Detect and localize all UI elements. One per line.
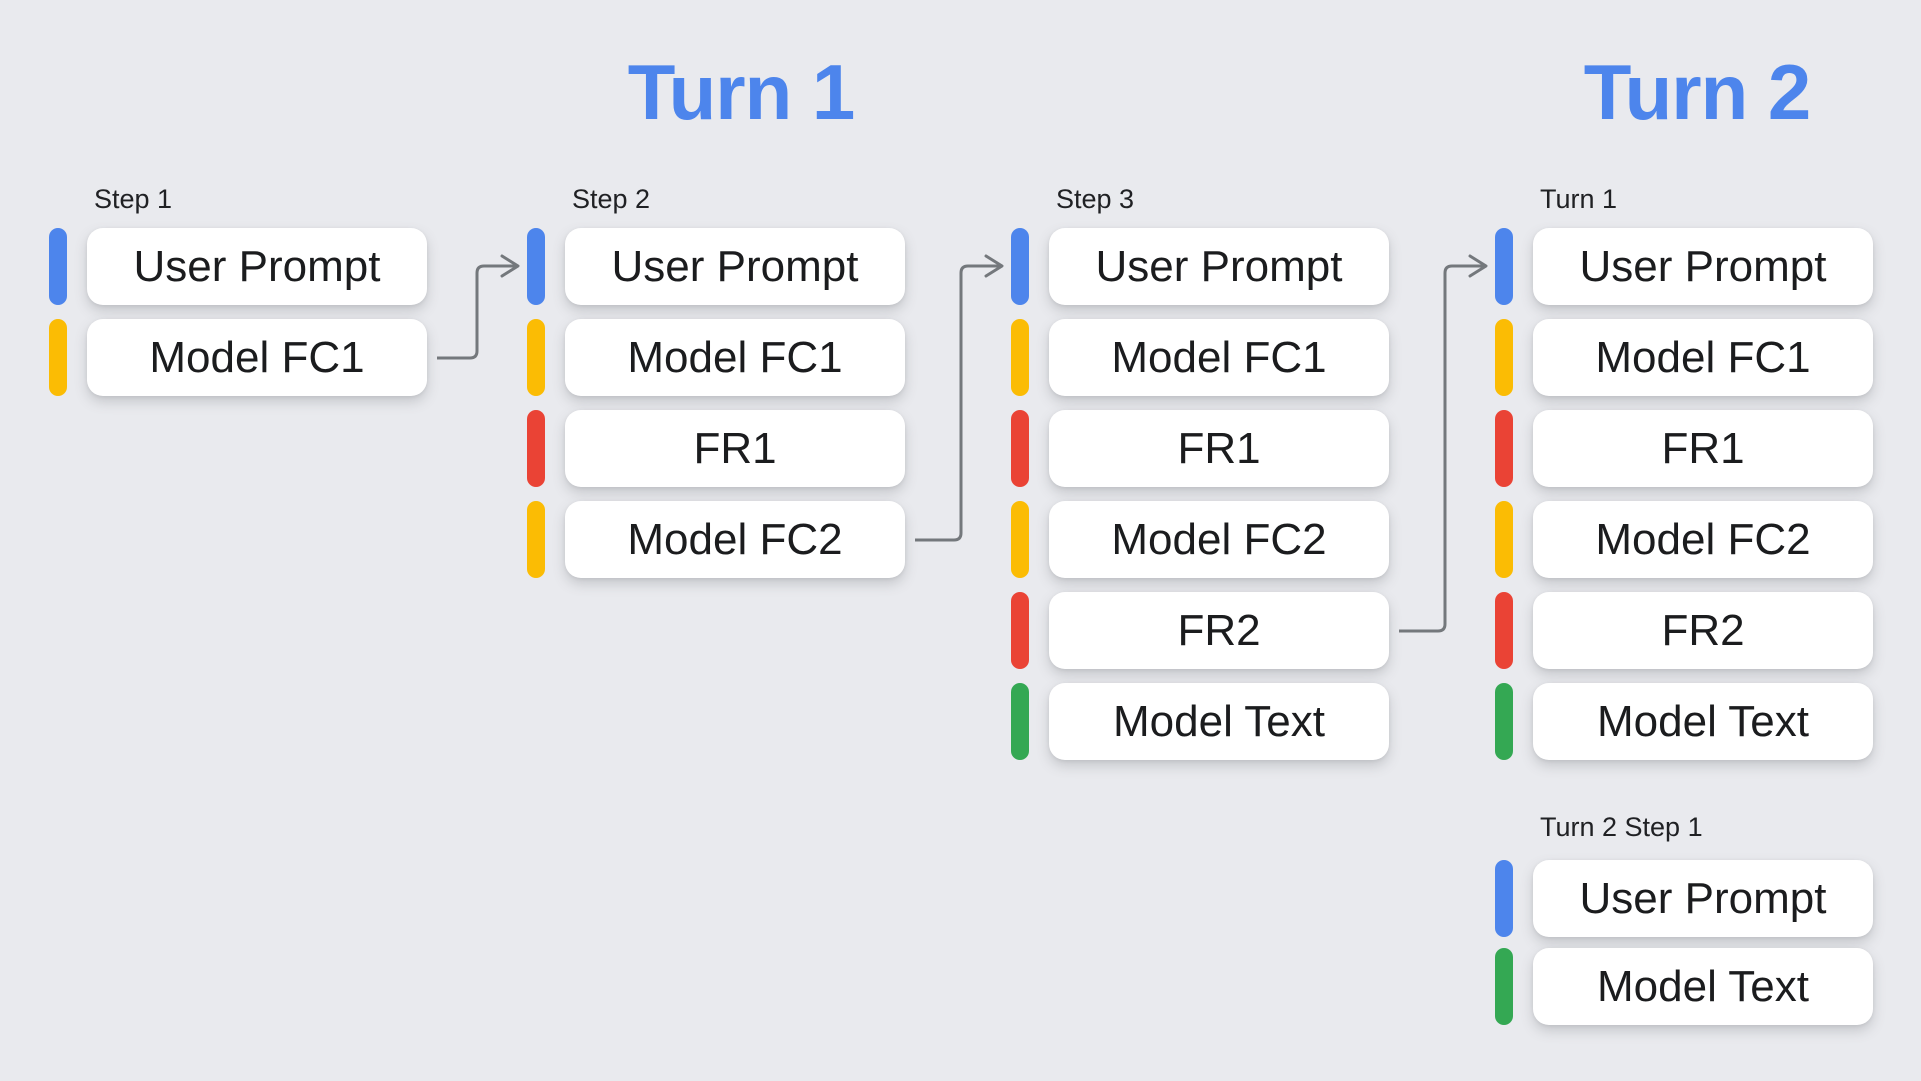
card-fr1: FR1 [565,410,905,487]
card-fr2: FR2 [1049,592,1389,669]
card-model-fc1: Model FC1 [1049,319,1389,396]
card-user-prompt: User Prompt [1533,228,1873,305]
user-prompt-color-bar [1495,860,1513,937]
model-function-call-color-bar [1495,319,1513,396]
card-user-prompt: User Prompt [1049,228,1389,305]
user-prompt-color-bar [1495,228,1513,305]
card-fr1: FR1 [1533,410,1873,487]
column-label-step-1: Step 1 [94,184,173,214]
model-function-call-color-bar [1495,501,1513,578]
card-model-text: Model Text [1533,948,1873,1025]
flow-arrow [1399,254,1488,633]
function-response-color-bar [1011,410,1029,487]
column-label-turn-2-step-1: Turn 2 Step 1 [1540,812,1703,842]
card-model-fc2: Model FC2 [565,501,905,578]
card-fr1: FR1 [1049,410,1389,487]
card-model-text: Model Text [1533,683,1873,760]
column-label-turn-1: Turn 1 [1540,184,1618,214]
card-user-prompt: User Prompt [87,228,427,305]
model-text-color-bar [1495,683,1513,760]
card-user-prompt: User Prompt [565,228,905,305]
card-model-text: Model Text [1049,683,1389,760]
model-function-call-color-bar [1011,501,1029,578]
user-prompt-color-bar [1011,228,1029,305]
model-function-call-color-bar [527,319,545,396]
turn-1-heading: Turn 1 [627,48,856,136]
card-model-fc1: Model FC1 [1533,319,1873,396]
user-prompt-color-bar [49,228,67,305]
function-response-color-bar [527,410,545,487]
card-model-fc1: Model FC1 [87,319,427,396]
model-function-call-color-bar [49,319,67,396]
column-label-step-3: Step 3 [1056,184,1135,214]
user-prompt-color-bar [527,228,545,305]
model-function-call-color-bar [1011,319,1029,396]
model-function-call-color-bar [527,501,545,578]
card-user-prompt: User Prompt [1533,860,1873,937]
model-text-color-bar [1495,948,1513,1025]
flow-arrow [915,254,1004,542]
turn-2-heading: Turn 2 [1583,48,1812,136]
card-model-fc2: Model FC2 [1049,501,1389,578]
function-response-color-bar [1495,592,1513,669]
model-text-color-bar [1011,683,1029,760]
card-model-fc1: Model FC1 [565,319,905,396]
column-label-step-2: Step 2 [572,184,651,214]
card-fr2: FR2 [1533,592,1873,669]
card-model-fc2: Model FC2 [1533,501,1873,578]
function-response-color-bar [1495,410,1513,487]
flow-arrow [437,254,520,360]
function-response-color-bar [1011,592,1029,669]
